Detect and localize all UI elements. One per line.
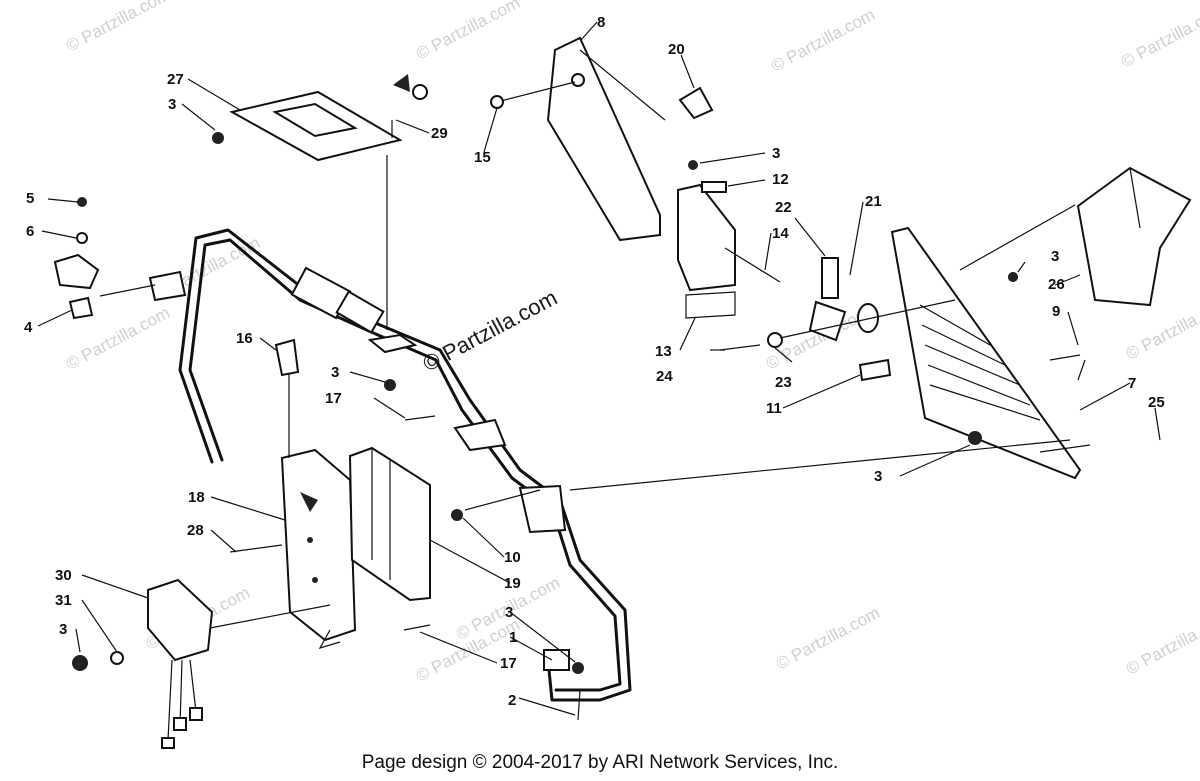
callout-16: 16 <box>236 330 253 347</box>
callout-3: 3 <box>772 145 780 162</box>
footer-copyright: Page design © 2004-2017 by ARI Network S… <box>361 752 839 773</box>
callout-21: 21 <box>865 193 882 210</box>
plate-27 <box>212 74 428 162</box>
frame-tube <box>148 228 632 702</box>
callout-7: 7 <box>1128 375 1136 392</box>
callout-9: 9 <box>1052 303 1060 320</box>
callout-14: 14 <box>772 225 789 242</box>
callout-13: 13 <box>655 343 672 360</box>
callout-19: 19 <box>504 575 521 592</box>
callout-1: 1 <box>509 629 517 646</box>
watermark: © Partzilla.com <box>63 0 173 56</box>
watermark: © Partzilla.com <box>1123 608 1200 679</box>
panel-7 <box>890 226 1082 480</box>
callout-17: 17 <box>500 655 517 672</box>
callout-27: 27 <box>167 71 184 88</box>
watermark: © Partzilla.com <box>773 603 883 674</box>
block-26 <box>959 166 1192 307</box>
callout-20: 20 <box>668 41 685 58</box>
callout-4: 4 <box>24 319 33 336</box>
callout-24: 24 <box>656 368 673 385</box>
callout-18: 18 <box>188 489 205 506</box>
watermark: © Partzilla.com <box>413 0 523 64</box>
callout-3: 3 <box>1051 248 1059 265</box>
watermark: © Partzilla.com <box>768 5 878 76</box>
callout-2: 2 <box>508 692 516 709</box>
callout-28-29: 29 <box>431 125 448 142</box>
regulator-30 <box>72 578 331 749</box>
callout-25: 25 <box>1148 394 1165 411</box>
center-watermark: © Partzilla.com <box>419 285 562 377</box>
callout-31: 31 <box>55 592 72 609</box>
callout-28: 28 <box>187 522 204 539</box>
callout-5: 5 <box>26 190 34 207</box>
callout-15: 15 <box>474 149 491 166</box>
callout-17: 17 <box>325 390 342 407</box>
callout-3: 3 <box>168 96 176 113</box>
callout-30: 30 <box>55 567 72 584</box>
callout-6: 6 <box>26 223 34 240</box>
callout-11: 11 <box>766 400 782 417</box>
callout-8: 8 <box>597 14 605 31</box>
hardware <box>53 197 1091 721</box>
callout-10: 10 <box>504 549 521 566</box>
callout-3: 3 <box>331 364 339 381</box>
callout-23: 23 <box>775 374 792 391</box>
plate-18 <box>280 155 388 642</box>
cover-19 <box>348 446 431 602</box>
callout-3: 3 <box>505 604 513 621</box>
callout-12: 12 <box>772 171 789 188</box>
callout-3: 3 <box>59 621 67 638</box>
bracket-8 <box>490 36 714 242</box>
leader-lines <box>37 21 1161 716</box>
callout-3: 3 <box>874 468 882 485</box>
callout-26: 26 <box>1048 276 1065 293</box>
bracket-12 <box>677 160 781 319</box>
clip-16 <box>274 338 300 377</box>
callouts: 1 2 3 3 3 3 3 3 3 4 5 6 7 8 9 10 11 12 1… <box>24 14 1165 709</box>
callout-22: 22 <box>775 199 792 216</box>
watermark: © Partzilla.com <box>1118 1 1200 72</box>
watermark-layer: © Partzilla.com © Partzilla.com © Partzi… <box>63 0 1200 686</box>
link-assembly <box>719 257 1081 382</box>
